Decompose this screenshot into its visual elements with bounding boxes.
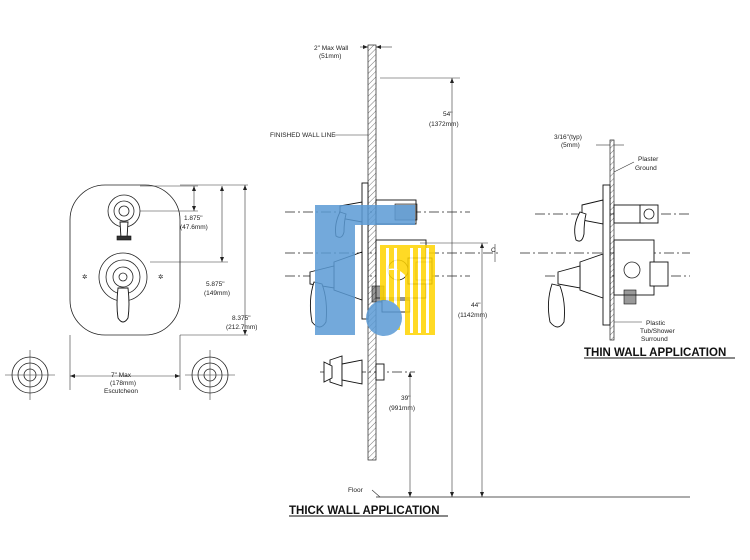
plaster-line2: Ground xyxy=(635,165,657,172)
plastic-line2: Tub/Shower xyxy=(640,328,676,335)
thin-wall-section: 3/16"(typ) (5mm) Plaster Ground Plastic … xyxy=(554,134,676,343)
width-line2: (178mm) xyxy=(110,380,136,387)
typ-line2: (5mm) xyxy=(561,142,580,149)
dim-top-in: 1.875" xyxy=(184,215,203,222)
typ-line1: 3/16"(typ) xyxy=(554,134,582,141)
front-view-escutcheon: ✲ ✲ xyxy=(69,184,181,336)
floor-label: Floor xyxy=(348,487,364,494)
thick-wall-title: THICK WALL APPLICATION xyxy=(289,505,440,517)
svg-text:✲: ✲ xyxy=(158,273,164,281)
dim-39-in: 39" xyxy=(401,395,411,402)
svg-text:✲: ✲ xyxy=(82,273,88,281)
max-wall-line1: 2" Max Wall xyxy=(314,45,349,52)
front-view-dimensions: 1.875" (47.6mm) 5.875" (149mm) 8.375" (2… xyxy=(69,184,257,395)
finished-wall-line: FINISHED WALL LINE xyxy=(270,132,336,139)
dim-mid-mm: (149mm) xyxy=(204,290,230,297)
max-wall-line2: (51mm) xyxy=(319,53,341,60)
width-line1: 7" Max xyxy=(111,372,132,379)
thin-wall-valve xyxy=(547,184,669,328)
centerline-symbol-sub: CL xyxy=(496,255,505,262)
handle-flange-left xyxy=(5,350,55,400)
dim-total-in: 8.375" xyxy=(232,315,251,322)
plastic-line1: Plastic xyxy=(646,320,666,327)
dim-54-in: 54" xyxy=(443,111,453,118)
thick-wall-height-dimensions: 54" (1372mm) 44" (1142mm) 39" (991mm) Fl… xyxy=(348,77,690,498)
width-line3: Escutcheon xyxy=(104,388,138,395)
watermark-logo xyxy=(315,205,435,336)
dim-total-mm: (212.7mm) xyxy=(226,324,257,331)
dim-top-mm: (47.6mm) xyxy=(180,224,208,231)
handle-flange-right xyxy=(185,350,235,400)
centerline-symbol: C xyxy=(491,247,496,254)
plastic-line3: Surround xyxy=(641,336,668,343)
dim-44-in: 44" xyxy=(471,302,481,309)
dim-54-mm: (1372mm) xyxy=(429,121,459,128)
plaster-line1: Plaster xyxy=(638,156,659,163)
dim-mid-in: 5.875" xyxy=(206,281,225,288)
dim-39-mm: (991mm) xyxy=(389,405,415,412)
thin-wall-title: THIN WALL APPLICATION xyxy=(584,347,726,359)
dim-44-mm: (1142mm) xyxy=(458,312,487,319)
